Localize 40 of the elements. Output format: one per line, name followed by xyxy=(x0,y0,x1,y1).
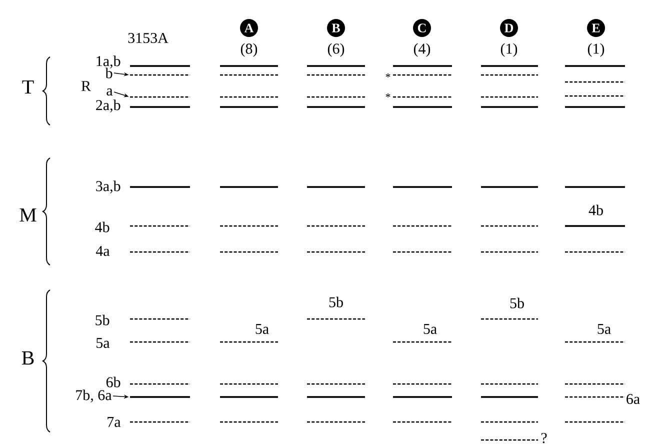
band-label: b xyxy=(105,68,112,78)
group-letter: B xyxy=(22,351,34,365)
band-label: 5a xyxy=(424,324,437,334)
band-line xyxy=(130,96,190,98)
band-label: 5b xyxy=(329,296,343,308)
band-label: 1a,b xyxy=(96,56,120,68)
band-label: 5a xyxy=(256,324,269,334)
band-label: 7a xyxy=(108,417,121,427)
band-label: 4b xyxy=(95,222,110,232)
band-label: 5b xyxy=(510,298,524,308)
asterisk: * xyxy=(386,73,390,78)
count-label: (1) xyxy=(500,43,518,57)
band-label: 3a,b xyxy=(96,180,120,194)
count-label: (4) xyxy=(414,43,430,57)
band-line xyxy=(130,396,190,398)
band-label: a xyxy=(106,88,113,96)
band-label: 4b xyxy=(588,204,603,216)
circled-letter: C xyxy=(413,19,431,37)
band-label: 4a xyxy=(96,246,110,256)
strain-label: 3153A xyxy=(128,32,168,44)
band-label: 6b xyxy=(106,376,120,388)
band-label: 6a xyxy=(626,394,640,404)
band-label: R xyxy=(81,81,91,91)
count-label: (6) xyxy=(328,43,344,57)
band-label: ? xyxy=(541,432,547,444)
group-letter: M xyxy=(20,208,36,222)
group-letter: T xyxy=(22,80,34,94)
circled-letter: B xyxy=(327,19,345,37)
band-label: 7b, 6a xyxy=(76,390,112,402)
circled-letter: A xyxy=(240,19,258,37)
count-label: (8) xyxy=(240,43,258,57)
asterisk: * xyxy=(386,93,390,98)
band-label: 5a xyxy=(96,338,110,348)
band-label: 5a xyxy=(598,324,611,334)
circled-letter: D xyxy=(500,19,518,37)
count-label: (1) xyxy=(588,43,604,57)
band-label: 2a,b xyxy=(96,100,120,112)
circled-letter: E xyxy=(587,19,605,37)
band-line xyxy=(130,74,190,76)
band-label: 5b xyxy=(96,314,110,326)
